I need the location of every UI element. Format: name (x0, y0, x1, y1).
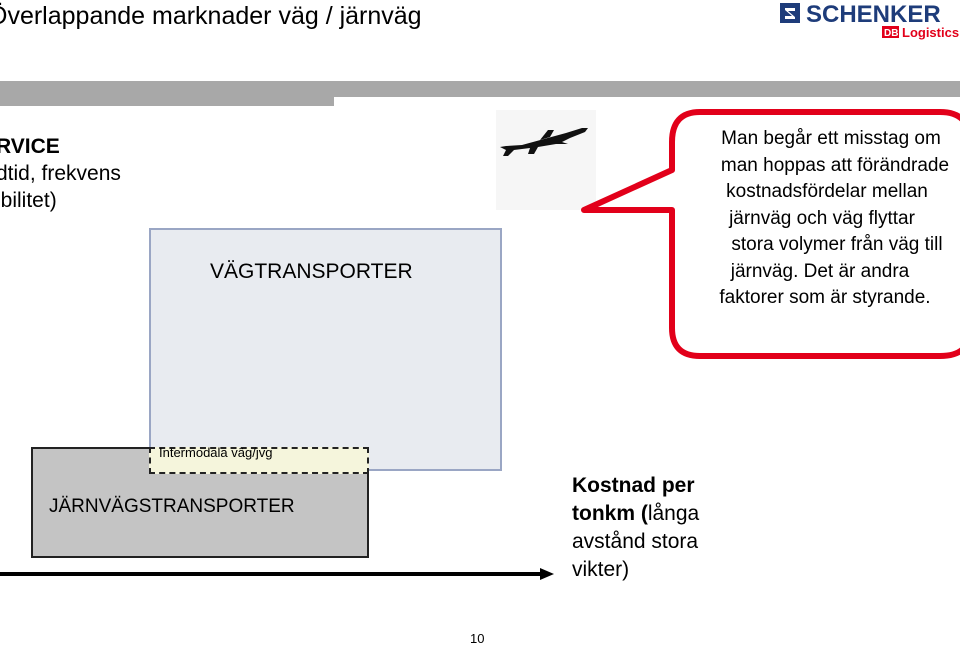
service-line-2: dtid, frekvens (0, 162, 121, 185)
callout-line-4: järnväg och väg flyttar (729, 207, 915, 229)
callout-line-6: järnväg. Det är andra (730, 260, 910, 282)
callout-bubble (581, 109, 960, 359)
logo-sub-label: Logistics (902, 25, 959, 40)
logo-brand: SCHENKER (806, 1, 941, 28)
logo-db: DB (884, 28, 898, 39)
callout-line-2: man hoppas att förändrade (720, 154, 950, 176)
schenker-s-icon (780, 3, 800, 23)
callout-line-7: faktorer som är styrande. (719, 287, 931, 308)
intermodal-box (149, 447, 369, 474)
road-transport-box (149, 228, 502, 471)
callout-text: Man begår ett misstag om man hoppas att … (680, 126, 960, 312)
service-axis-label: RVICE dtid, frekvens ibilitet) (0, 133, 121, 214)
header-bar-tab (0, 95, 334, 106)
rail-transport-label: JÄRNVÄGSTRANSPORTER (49, 496, 295, 517)
callout-line-1: Man begår ett misstag om (721, 128, 941, 149)
cost-line-3: avstånd stora (572, 530, 699, 553)
schenker-logo: SCHENKER DB Logistics (780, 1, 959, 40)
cost-axis-arrow (0, 568, 554, 580)
page-number: 10 (470, 631, 485, 646)
service-line-3: ibilitet) (0, 189, 57, 212)
cost-line-2: tonkm (långa (572, 502, 700, 525)
header-bar (0, 81, 960, 97)
cost-axis-label: Kostnad per tonkm (långa avstånd stora v… (572, 472, 732, 584)
slide-title: Överlappande marknader väg / järnväg (0, 2, 422, 30)
callout-line-3: kostnadsfördelar mellan (726, 181, 928, 202)
callout-line-5: stora volymer från väg till (731, 234, 943, 255)
service-line-1: RVICE (0, 135, 60, 158)
airplane-icon (496, 110, 596, 210)
cost-line-4: vikter) (572, 558, 630, 581)
intermodal-label: Intermodala väg/jvg (159, 445, 273, 460)
road-transport-label: VÄGTRANSPORTER (210, 260, 413, 283)
cost-line-1: Kostnad per (572, 474, 695, 497)
